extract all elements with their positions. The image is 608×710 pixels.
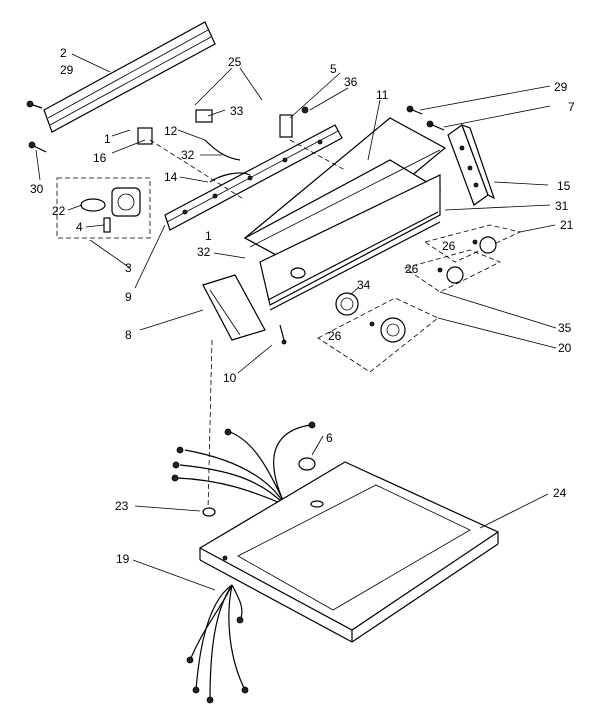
callout-7: 7 — [568, 100, 575, 114]
part-24-top-panel — [198, 461, 500, 643]
callout-29-left: 29 — [60, 63, 74, 77]
callout-36: 36 — [344, 75, 358, 89]
callout-labels: 2 29 25 5 36 11 29 7 33 1 12 16 32 30 14… — [30, 46, 575, 566]
callout-21: 21 — [560, 218, 574, 232]
callout-20: 20 — [558, 341, 572, 355]
callout-24: 24 — [553, 486, 567, 500]
callout-33: 33 — [230, 104, 244, 118]
callout-11: 11 — [376, 88, 389, 102]
part-36-screw — [301, 106, 309, 114]
callout-26-lower: 26 — [328, 329, 342, 343]
part-33-switch — [195, 109, 213, 123]
callout-16: 16 — [93, 151, 107, 165]
callout-26-middle: 26 — [405, 262, 419, 276]
part-29-screw-left — [26, 100, 43, 109]
part-9-bracket — [164, 124, 343, 231]
part-23-grommet — [202, 507, 216, 517]
callout-12: 12 — [164, 124, 178, 138]
wire-harness-upper — [171, 421, 316, 506]
part-5-switch — [279, 114, 293, 138]
part-30-screw — [28, 141, 47, 153]
callout-23: 23 — [115, 499, 129, 513]
callout-26-upper: 26 — [442, 239, 456, 253]
part-34-ring — [335, 292, 359, 316]
callout-6: 6 — [326, 431, 333, 445]
callout-32-top: 32 — [181, 148, 195, 162]
callout-4: 4 — [76, 220, 83, 234]
part-8-side-bracket — [202, 274, 266, 341]
part-7-screw — [426, 120, 445, 131]
callout-32-mid: 32 — [197, 245, 211, 259]
callout-14: 14 — [164, 170, 178, 184]
part-11-console — [243, 117, 447, 306]
part-16-clip — [137, 127, 153, 145]
callout-31: 31 — [555, 199, 569, 213]
part-15-end-cap — [447, 123, 496, 206]
callout-3: 3 — [125, 261, 132, 275]
part-12-wire — [204, 139, 241, 161]
callout-22: 22 — [52, 204, 66, 218]
part-10-screw — [279, 324, 287, 345]
part-2-rear-panel — [43, 21, 216, 133]
leader-lines — [35, 53, 557, 591]
callout-34: 34 — [357, 278, 371, 292]
callout-15: 15 — [557, 179, 571, 193]
callout-9: 9 — [125, 290, 132, 304]
callout-19: 19 — [116, 552, 130, 566]
callout-29-right: 29 — [554, 80, 568, 94]
callout-30: 30 — [30, 182, 44, 196]
callout-5: 5 — [330, 62, 337, 76]
part-21-knob-group — [424, 224, 522, 263]
part-6-connector — [298, 457, 316, 471]
callout-8: 8 — [125, 328, 132, 342]
part-3-timer-assembly — [56, 177, 151, 239]
callout-25: 25 — [228, 55, 242, 69]
part-19-harness-lower — [186, 584, 249, 704]
callout-1-mid: 1 — [205, 229, 212, 243]
part-31-panel-front — [269, 221, 441, 311]
callout-1-top: 1 — [104, 132, 111, 146]
callout-2: 2 — [60, 46, 67, 60]
part-35-knob-group — [404, 249, 501, 293]
callout-35: 35 — [558, 321, 572, 335]
part-14-harness — [209, 172, 251, 183]
part-20-knob-group — [317, 297, 439, 373]
callout-10: 10 — [223, 371, 237, 385]
part-29-screw-right — [406, 105, 423, 115]
